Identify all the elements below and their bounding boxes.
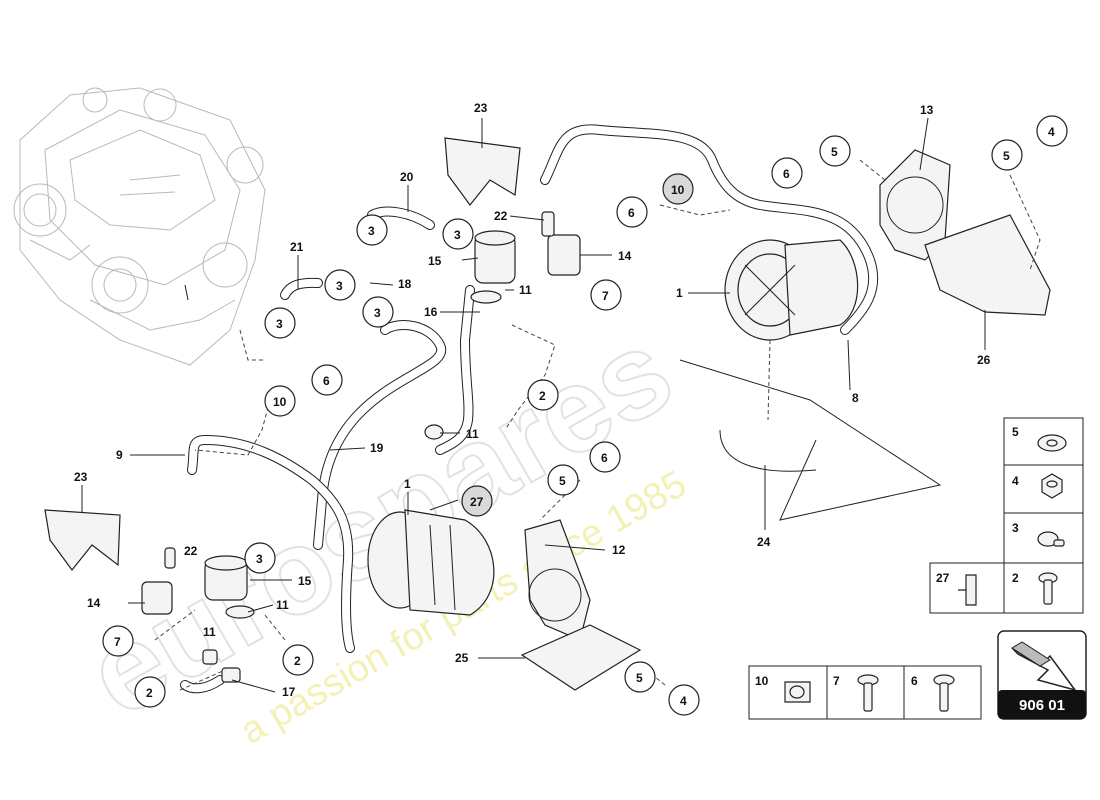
parts: [44, 137, 1051, 691]
leader-lines: [81, 117, 986, 693]
callout-9: 9: [116, 448, 123, 462]
callout-13: 13: [920, 103, 934, 117]
callout-14-upper: 14: [618, 249, 632, 263]
heat-shield-25: [520, 624, 642, 691]
callouts: 23 20 21 3 3 3 3 3 18 22 15 14 11 7 16 1…: [74, 101, 1068, 716]
callout-5-upper-b: 5: [1003, 149, 1010, 163]
legend-bottom: 10 7 6: [748, 665, 982, 720]
legend-num-5: 5: [1012, 425, 1019, 439]
sensor-22-upper: [541, 211, 555, 237]
callout-27: 27: [470, 495, 484, 509]
callout-7-upper: 7: [602, 289, 609, 303]
hose-clamp-icon: [1037, 531, 1059, 547]
page-badge: 906 01: [997, 630, 1087, 720]
callout-20: 20: [400, 170, 414, 184]
callout-15-upper: 15: [428, 254, 442, 268]
gasket-11-lower: [225, 605, 255, 619]
connector-icon: [958, 574, 977, 606]
callout-5-upper-a: 5: [831, 145, 838, 159]
pump-1-upper: [724, 239, 859, 341]
callout-8: 8: [852, 391, 859, 405]
engine-illustration: [13, 87, 266, 366]
callout-16: 16: [424, 305, 438, 319]
legend-num-27: 27: [936, 571, 950, 585]
legend-num-7: 7: [833, 674, 840, 688]
fitting-14-upper: [547, 234, 581, 276]
callout-23-lower: 23: [74, 470, 88, 484]
fitting-14-lower: [141, 581, 173, 615]
callout-5-lower: 5: [636, 671, 643, 685]
pump-1-lower: [367, 509, 495, 616]
callout-18: 18: [398, 277, 412, 291]
callout-3-c: 3: [336, 279, 343, 293]
gasket-11-mid: [424, 424, 444, 440]
callout-3-d: 3: [276, 317, 283, 331]
callout-10-left: 10: [273, 395, 287, 409]
callout-19: 19: [370, 441, 384, 455]
page-number: 906 01: [1019, 697, 1065, 714]
legend-num-3: 3: [1012, 521, 1019, 535]
callout-3-a: 3: [368, 224, 375, 238]
callout-21: 21: [290, 240, 304, 254]
callout-6-upper: 6: [628, 206, 635, 220]
callout-11-mid: 11: [466, 427, 479, 441]
bracket-23-upper: [444, 137, 521, 206]
callout-3-b: 3: [454, 228, 461, 242]
callout-2-lower-a: 2: [294, 654, 301, 668]
gasket-11-upper: [470, 290, 502, 304]
heat-shield-26: [924, 214, 1051, 316]
hoses: [180, 124, 879, 694]
callout-7-lower: 7: [114, 635, 121, 649]
callout-6-left: 6: [323, 374, 330, 388]
callout-6-upper-b: 6: [783, 167, 790, 181]
callout-25: 25: [455, 651, 469, 665]
gasket-11-small: [202, 649, 218, 665]
legend-num-2: 2: [1012, 571, 1019, 585]
legend-right: 5 4 3 27 2: [929, 417, 1084, 614]
callout-10-upper: 10: [671, 183, 685, 197]
sensor-22-lower: [164, 547, 176, 569]
callout-15-lower: 15: [298, 574, 312, 588]
callout-23-upper: 23: [474, 101, 488, 115]
legend-num-4: 4: [1012, 474, 1019, 488]
callout-1-lower: 1: [404, 477, 411, 491]
callout-3-e: 3: [374, 306, 381, 320]
callout-17: 17: [282, 685, 296, 699]
callout-1-upper: 1: [676, 286, 683, 300]
callout-2-lower-b: 2: [146, 686, 153, 700]
callout-4-lower: 4: [680, 694, 687, 708]
legend-num-10: 10: [755, 674, 769, 688]
callout-22-upper: 22: [494, 209, 508, 223]
bracket-23-lower: [44, 509, 121, 571]
callout-2-mid: 2: [539, 389, 546, 403]
callout-6-mid: 6: [601, 451, 608, 465]
callout-12: 12: [612, 543, 626, 557]
callout-11-upper: 11: [519, 283, 532, 297]
callout-11-small: 11: [203, 625, 216, 639]
callout-3-lower: 3: [256, 552, 263, 566]
callout-11-lower: 11: [276, 598, 289, 612]
callout-24: 24: [757, 535, 771, 549]
callout-14-lower: 14: [87, 596, 101, 610]
routing-24: [679, 359, 942, 521]
flange-17: [221, 667, 241, 683]
callout-22-lower: 22: [184, 544, 198, 558]
legend-num-6: 6: [911, 674, 918, 688]
callout-5-mid: 5: [559, 474, 566, 488]
callout-4-upper: 4: [1048, 125, 1055, 139]
callout-26: 26: [977, 353, 991, 367]
